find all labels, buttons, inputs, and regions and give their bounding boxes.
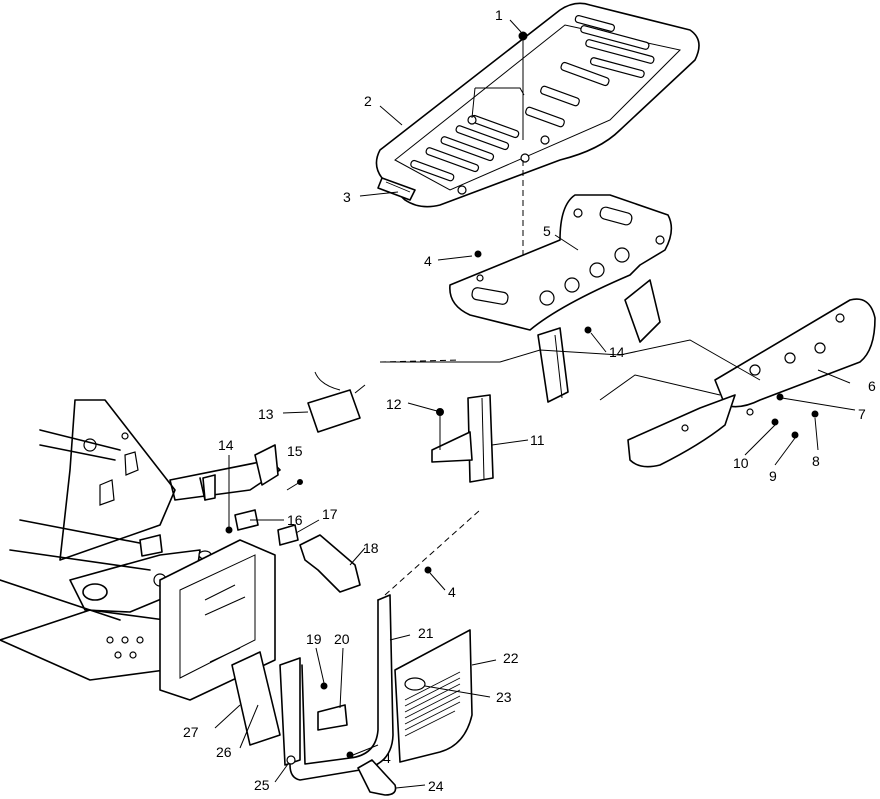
bolt-12 [436,408,444,416]
leader-lines [214,19,856,789]
callout-19: 19 [306,631,322,647]
callout-21: 21 [418,625,434,641]
nut-14-left [225,526,233,534]
callout-11: 11 [530,432,545,448]
bracket-11 [431,394,494,483]
washer-7 [776,393,784,401]
callout-25: 25 [254,777,270,793]
nut-10 [771,418,779,426]
clip-16 [234,509,259,531]
callout-23: 23 [496,689,512,705]
bolt-4-top [474,250,482,258]
chassis-frame [0,399,281,681]
bracket-26 [279,657,301,766]
callout-22: 22 [503,650,519,666]
callout-12: 12 [386,396,402,412]
callout-20: 20 [334,631,350,647]
callout-7: 7 [858,406,866,422]
callout-16: 16 [287,512,303,528]
callout-18: 18 [363,540,379,556]
callout-2: 2 [364,93,372,109]
latch-3 [377,177,416,201]
mudflap-22 [394,629,473,763]
rack-slots [410,15,655,195]
rear-rack [375,2,700,208]
bolt-4-right [424,566,432,574]
tail-light [307,371,366,433]
callout-14-right: 14 [609,344,625,360]
callout-24: 24 [428,778,444,794]
callout-15: 15 [287,443,303,459]
bolt-8 [811,410,819,418]
callout-1: 1 [495,7,503,23]
callout-8: 8 [812,453,820,469]
callout-4b: 4 [383,750,391,766]
washer-9 [791,431,799,439]
rear-bumper [627,298,876,468]
plate-27 [231,651,281,746]
callout-26: 26 [216,744,232,760]
bolt-4-bottom [346,751,354,759]
callout-17: 17 [322,506,338,522]
bolt-19 [320,682,328,690]
callout-5: 5 [543,223,551,239]
callout-27: 27 [183,724,199,740]
nut-14-right [584,326,592,334]
screw-15 [297,479,303,485]
rack-support [449,194,673,403]
callout-4a: 4 [424,253,432,269]
hose-18 [299,534,361,593]
callout-6: 6 [868,378,876,394]
callout-4c: 4 [448,584,456,600]
callout-14-left: 14 [218,437,234,453]
callout-3: 3 [343,189,351,205]
callout-13: 13 [258,406,274,422]
connector-17 [277,524,299,546]
callout-9: 9 [769,468,777,484]
washer-25 [286,755,296,765]
callout-10: 10 [733,455,749,471]
end-cap-24 [357,759,397,796]
callout-labels: 1 2 3 4 5 6 7 8 9 10 11 12 13 14 14 15 1… [183,7,876,794]
